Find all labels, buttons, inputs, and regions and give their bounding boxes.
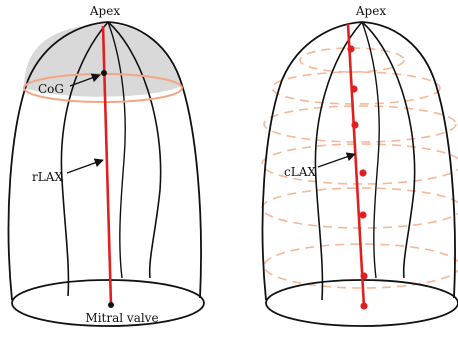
left-inner-contour-2 — [107, 21, 162, 279]
apex-label-left: Apex — [89, 4, 120, 18]
centroid-dot-3 — [351, 121, 359, 129]
centroid-dot-2 — [350, 85, 358, 93]
level-ring-2 — [271, 71, 441, 105]
left-base-ellipse — [11, 279, 205, 327]
right-inner-contour-1 — [314, 21, 363, 301]
centroid-dot-5 — [359, 211, 367, 219]
centroid-dot-6 — [360, 272, 368, 280]
centroid-dot-1 — [347, 45, 355, 53]
mitral-valve-label: Mitral valve — [85, 311, 158, 325]
rlax-arrow — [66, 158, 104, 174]
clax-label: cLAX — [284, 165, 316, 179]
cog-label: CoG — [38, 82, 64, 96]
left-inner-contour-3 — [107, 21, 126, 279]
right-outer-wall-right — [361, 21, 456, 299]
right-inner-contour-2 — [361, 21, 416, 279]
centroid-dot-4 — [359, 169, 367, 177]
left-panel: Apex CoG rLAX Mitral valve — [7, 4, 205, 327]
centroid-dots — [347, 45, 368, 310]
clax-arrow — [317, 152, 356, 168]
level-ring-3 — [263, 105, 457, 143]
right-inner-contour-3 — [361, 21, 380, 279]
right-panel: Apex cLAX — [261, 4, 458, 327]
right-outer-wall-left — [261, 21, 363, 301]
centroid-dot-7 — [360, 302, 368, 310]
clax-axis-line — [346, 23, 366, 308]
left-outer-wall-right — [107, 21, 202, 299]
cog-arrow — [69, 73, 101, 87]
rlax-label: rLAX — [32, 170, 63, 184]
apex-label-right: Apex — [355, 4, 386, 18]
left-inner-contour-1 — [60, 21, 109, 297]
cog-dot — [101, 70, 107, 76]
mitral-valve-dot — [108, 302, 114, 308]
